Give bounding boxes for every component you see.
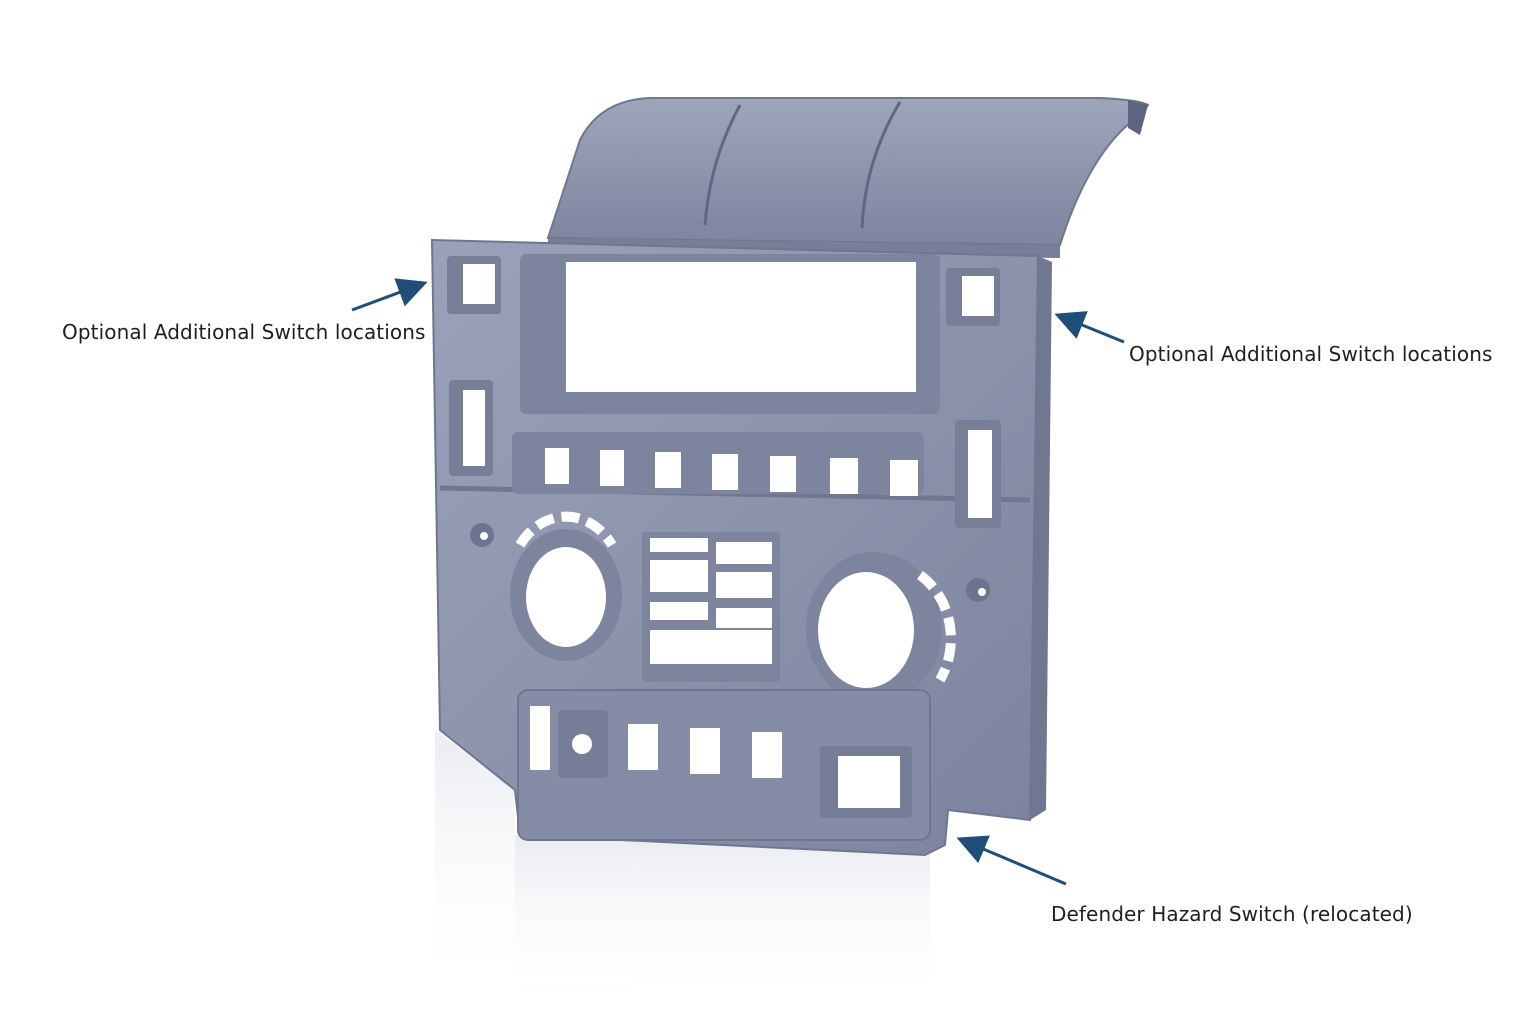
arrow-left-switch bbox=[351, 278, 428, 312]
main-panel bbox=[430, 238, 1052, 857]
callout-hazard-switch: Defender Hazard Switch (relocated) bbox=[1051, 902, 1413, 926]
center-control-slots bbox=[642, 532, 780, 682]
arrow-hazard-switch bbox=[956, 835, 1067, 886]
left-vent-dial bbox=[510, 511, 622, 661]
callout-right-switch-locations: Optional Additional Switch locations bbox=[1129, 342, 1493, 366]
top-hood bbox=[546, 97, 1150, 258]
bottom-switch-pod bbox=[517, 689, 931, 841]
callout-left-switch-locations: Optional Additional Switch locations bbox=[62, 320, 426, 344]
floor-reflection bbox=[435, 730, 930, 1010]
arrow-right-switch bbox=[1054, 311, 1125, 344]
right-vent-dial bbox=[806, 552, 956, 704]
